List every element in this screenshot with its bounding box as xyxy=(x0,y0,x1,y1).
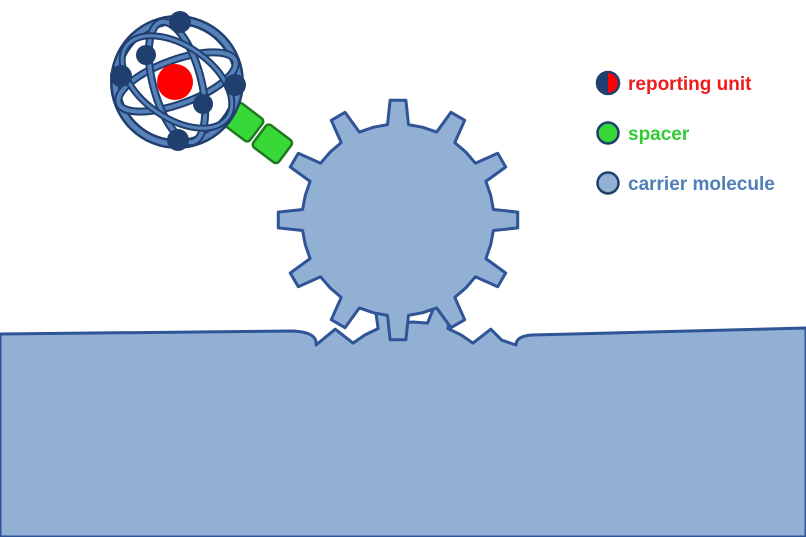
legend-item-carrier-molecule: carrier molecule xyxy=(596,171,775,195)
legend-item-reporting-unit: reporting unit xyxy=(595,70,752,96)
green-circle-icon xyxy=(596,121,620,145)
reporter-node xyxy=(169,11,191,33)
legend-label-spacer: spacer xyxy=(628,124,690,145)
blue-circle-icon xyxy=(596,171,620,195)
spacer-block xyxy=(251,123,294,165)
legend-item-spacer: spacer xyxy=(596,121,690,145)
reporting-unit xyxy=(110,11,246,151)
legend: reporting unit spacer carrier molecule xyxy=(595,70,775,195)
carrier-molecule-gear xyxy=(276,98,520,342)
reporter-node xyxy=(167,129,189,151)
reporter-node xyxy=(193,94,213,114)
half-red-circle-icon xyxy=(595,70,621,96)
legend-label-carrier-molecule: carrier molecule xyxy=(628,174,775,195)
reporter-core xyxy=(157,64,193,100)
legend-label-reporting-unit: reporting unit xyxy=(628,74,752,95)
reporter-node xyxy=(224,74,246,96)
reporter-node xyxy=(136,45,156,65)
reporter-node xyxy=(110,65,132,87)
